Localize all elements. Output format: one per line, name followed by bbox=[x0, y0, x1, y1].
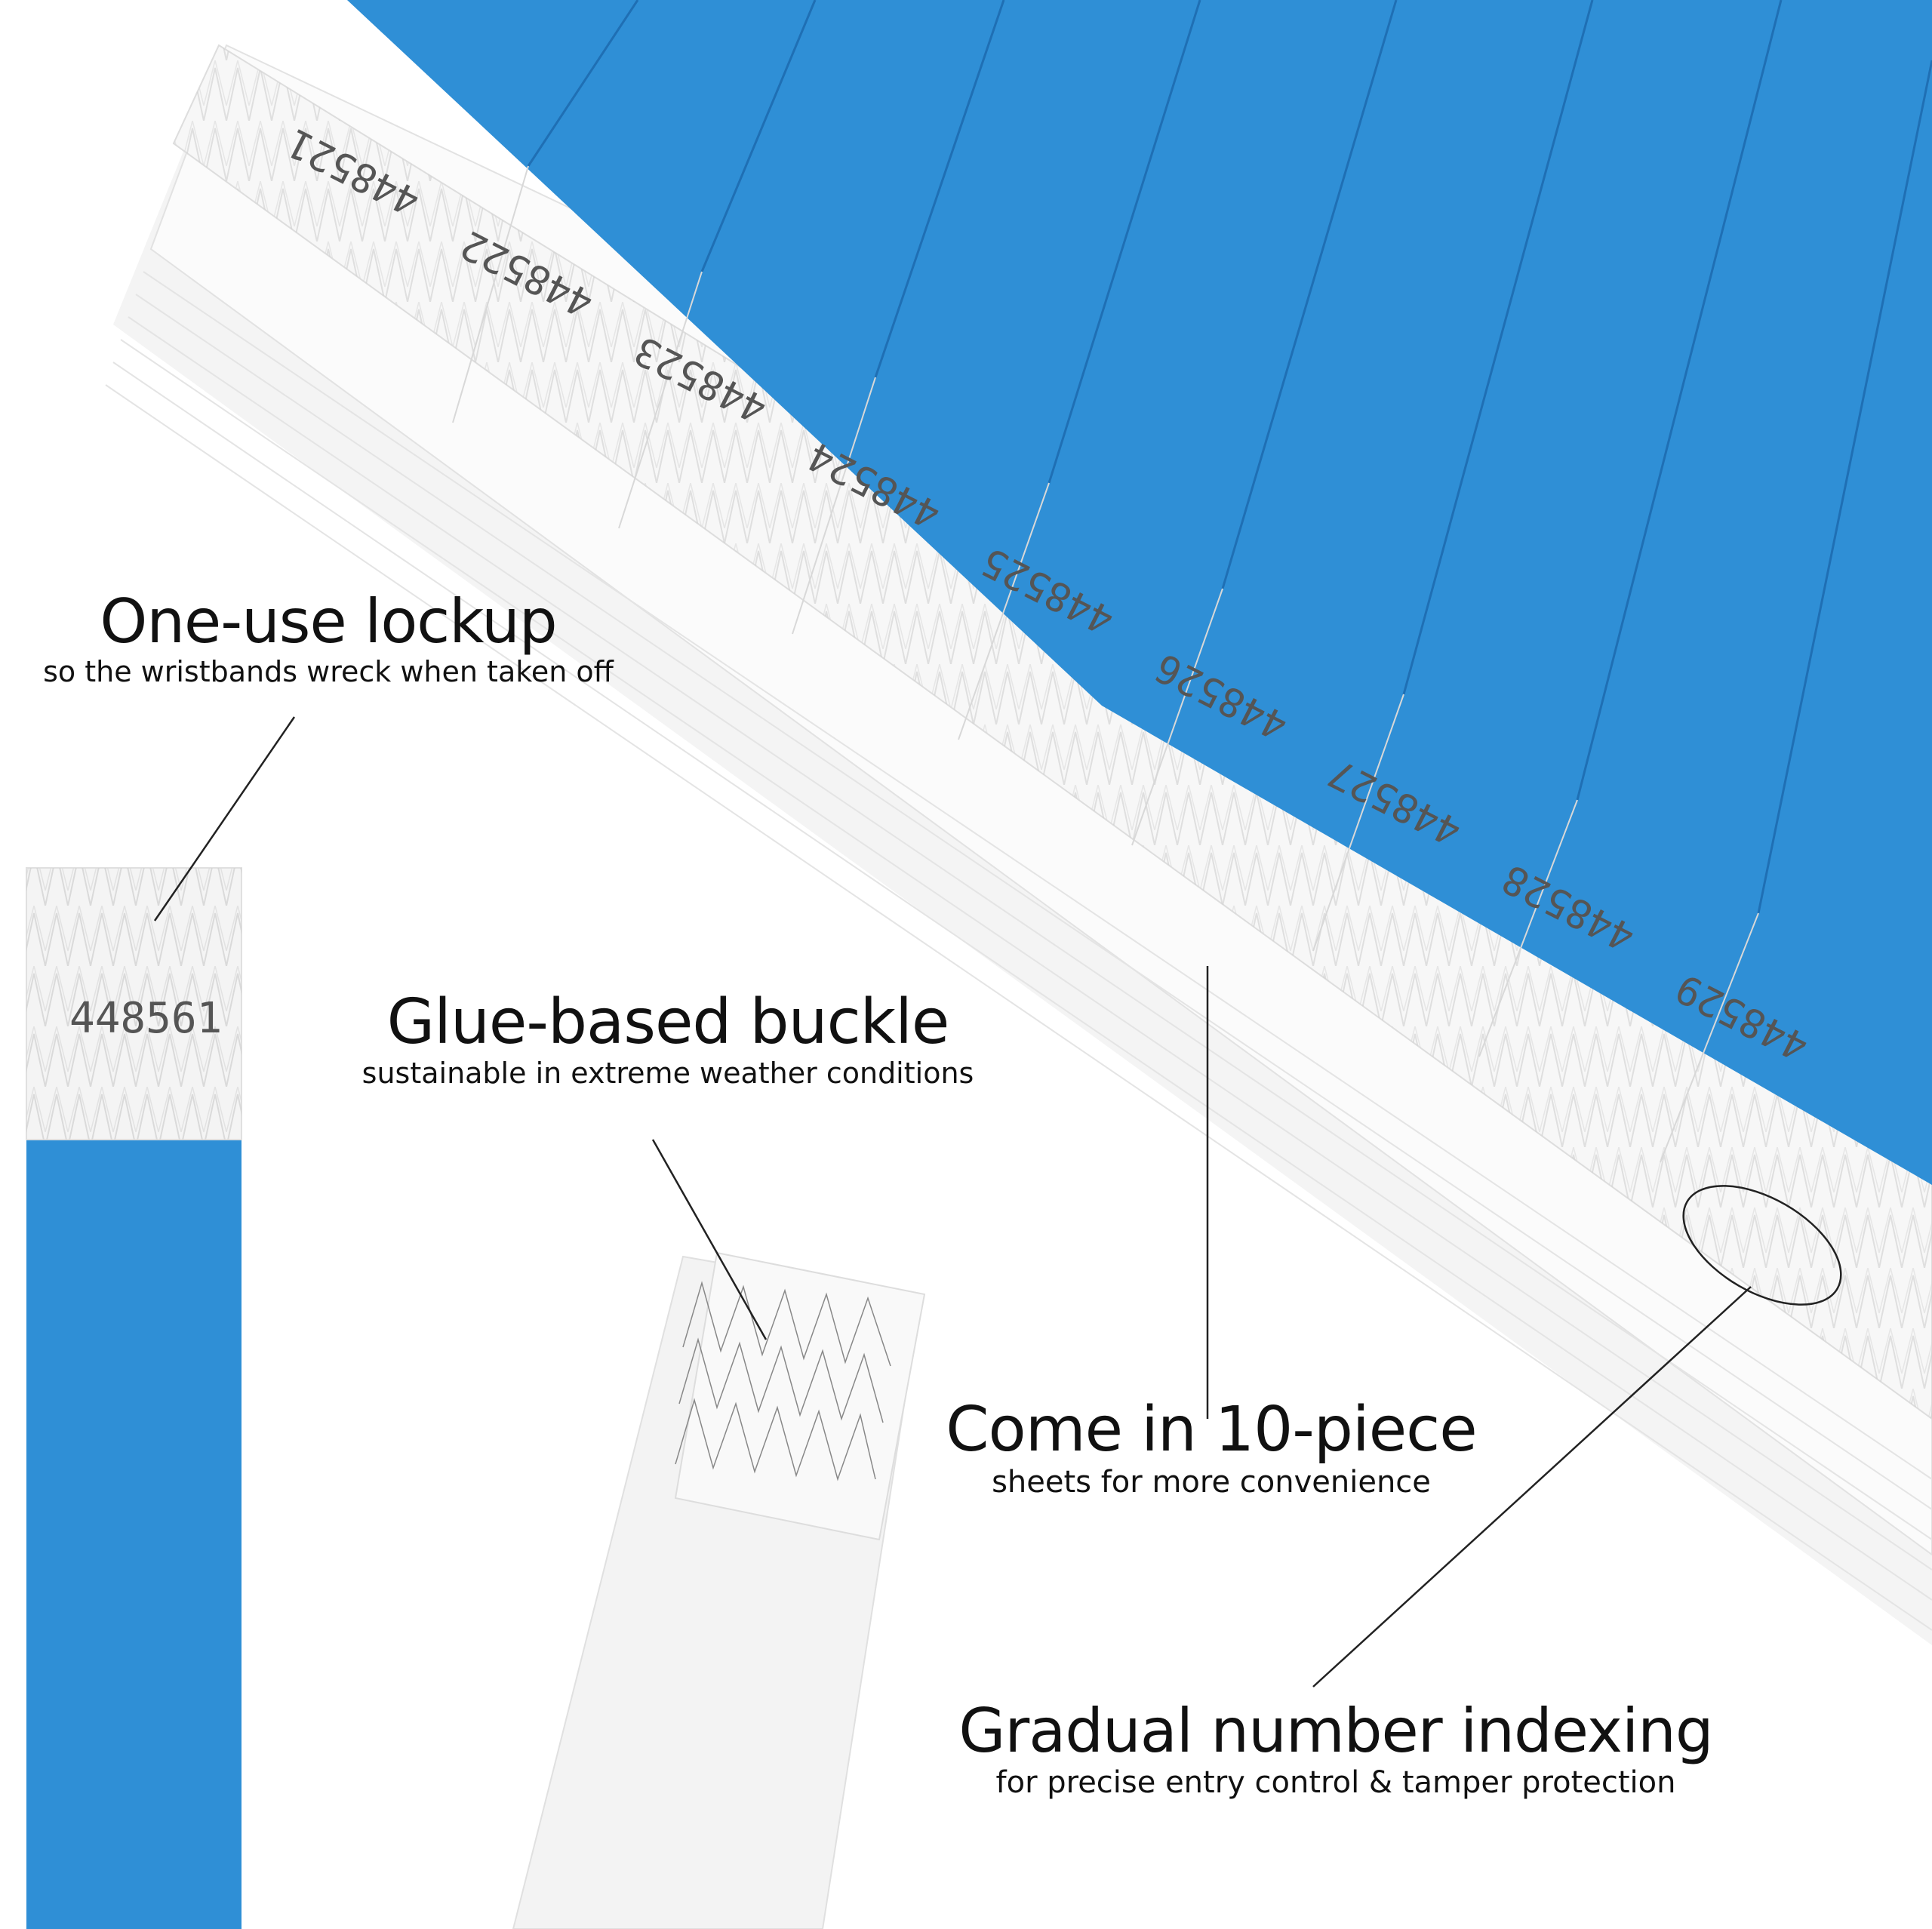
callout-title: Gradual number indexing bbox=[958, 1696, 1713, 1766]
callout-lockup: One-use lockup so the wristbands wreck w… bbox=[0, 589, 657, 690]
callout-buckle: Glue-based buckle sustainable in extreme… bbox=[302, 986, 1034, 1091]
single-wristband: 448561 bbox=[26, 867, 242, 1929]
callout-subtitle: sheets for more convenience bbox=[992, 1465, 1431, 1500]
callout-title: Glue-based buckle bbox=[386, 986, 950, 1058]
buckle-strip bbox=[512, 1251, 926, 1929]
callout-subtitle: for precise entry control & tamper prote… bbox=[995, 1765, 1676, 1800]
callout-indexing: Gradual number indexing for precise entr… bbox=[868, 1698, 1804, 1801]
sheet-perforations bbox=[527, 0, 1932, 914]
callout-title: Come in 10-piece bbox=[946, 1394, 1477, 1466]
leader-lines bbox=[153, 716, 1752, 1687]
callout-subtitle: sustainable in extreme weather condition… bbox=[361, 1057, 974, 1091]
single-band-number: 448561 bbox=[69, 994, 222, 1043]
callout-subtitle: so the wristbands wreck when taken off bbox=[43, 655, 614, 688]
callout-title: One-use lockup bbox=[100, 586, 557, 657]
callout-sheet: Come in 10-piece sheets for more conveni… bbox=[891, 1394, 1532, 1500]
highlight-ellipse bbox=[1682, 1185, 1842, 1306]
